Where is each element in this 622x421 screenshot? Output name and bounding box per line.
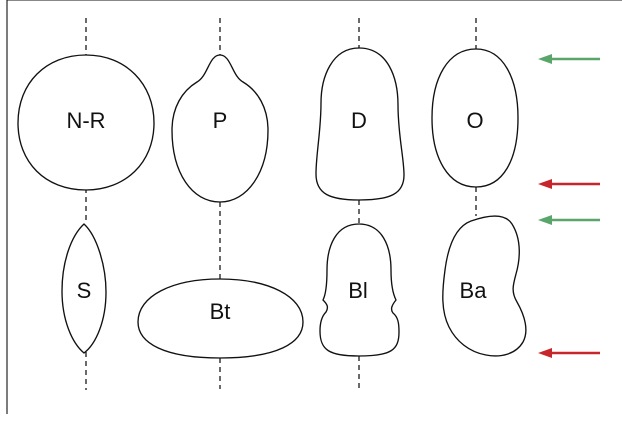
shape-label: Bt bbox=[210, 299, 231, 324]
left-arrow-icon bbox=[538, 54, 552, 64]
bulb-shape-outline bbox=[319, 223, 400, 357]
red-arrow-bottom bbox=[538, 348, 600, 358]
button-shape-outline bbox=[137, 278, 304, 359]
pear-shape-outline bbox=[171, 54, 269, 203]
d-shape: D bbox=[315, 47, 405, 201]
shape-label: N-R bbox=[66, 108, 105, 133]
oval-shape-outline bbox=[431, 48, 519, 188]
red-arrow-middle bbox=[538, 179, 600, 189]
shape-label: Bl bbox=[348, 278, 368, 303]
bl-shape: Bl bbox=[319, 223, 400, 357]
bean-shape-outline bbox=[442, 215, 527, 357]
s-shape: S bbox=[61, 223, 107, 354]
shape-label: O bbox=[466, 108, 483, 133]
o-shape: O bbox=[431, 48, 519, 188]
spindle-shape-outline bbox=[61, 223, 107, 354]
left-arrow-icon bbox=[538, 348, 552, 358]
ba-shape: Ba bbox=[442, 215, 527, 357]
shape-label: Ba bbox=[460, 278, 488, 303]
left-arrow-icon bbox=[538, 215, 552, 225]
round-shape-outline bbox=[17, 54, 155, 191]
shape-label: D bbox=[351, 108, 367, 133]
green-arrow-top bbox=[538, 54, 600, 64]
n-r-shape: N-R bbox=[17, 54, 155, 191]
green-arrow-middle bbox=[538, 215, 600, 225]
p-shape: P bbox=[171, 54, 269, 203]
dome-shape-outline bbox=[315, 47, 405, 201]
shape-label: P bbox=[213, 108, 228, 133]
left-arrow-icon bbox=[538, 179, 552, 189]
bt-shape: Bt bbox=[137, 278, 304, 359]
shape-label: S bbox=[77, 278, 92, 303]
